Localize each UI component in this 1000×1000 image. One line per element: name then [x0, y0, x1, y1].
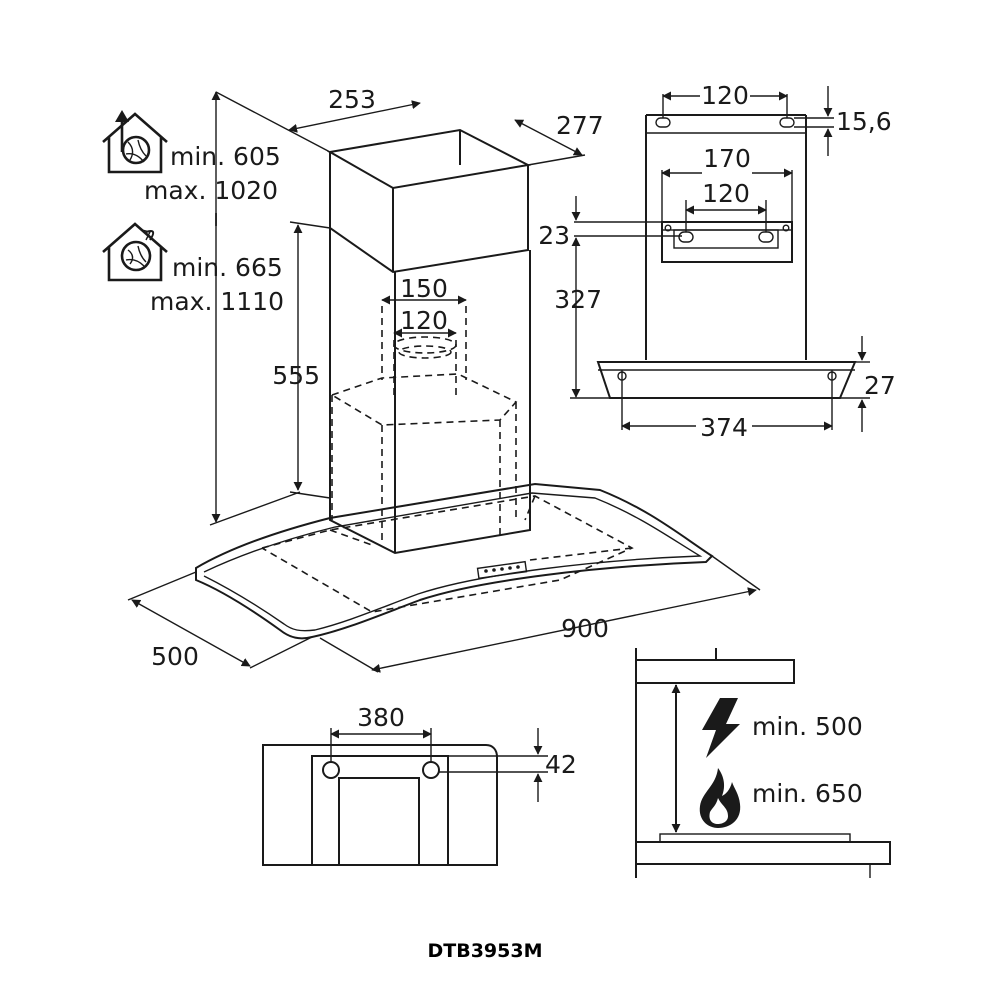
electric-clearance-label: min. 500: [752, 712, 863, 741]
house-with-exhaust-fan-icon: [102, 110, 168, 174]
dim-duct-width: 253: [328, 85, 376, 114]
recirculation-min-label: min. 665: [172, 253, 283, 282]
dim-canopy-width: 900: [561, 614, 609, 643]
chimney-lower: [329, 228, 531, 555]
house-with-recirculation-fan-icon: [102, 222, 168, 282]
clearance-view: min. 500 min. 650: [635, 648, 891, 878]
dim-duct-depth: 277: [556, 111, 604, 140]
canopy-glass-inner-edge: [203, 492, 703, 632]
extraction-min-label: min. 605: [170, 142, 281, 171]
gas-clearance-label: min. 650: [752, 779, 863, 808]
flame-icon: [699, 768, 741, 828]
dim-middle-bracket-outer: 170: [703, 144, 751, 173]
top-view-hole-left: [322, 761, 340, 779]
main-view-dimensions: 253 277 150 120 555 900 500: [127, 85, 761, 673]
top-view: [262, 744, 498, 866]
install-height-block: min. 605 max. 1020 I min. 665 max. 1110: [102, 110, 284, 316]
model-code: DTB3953M: [427, 940, 542, 962]
rear-canopy: [596, 361, 857, 399]
top-view-dimensions: 380 42: [330, 703, 577, 802]
dim-top-bracket-spacing: 120: [701, 81, 749, 110]
motor-housing-hidden: [331, 373, 518, 545]
top-bracket-slot-right: [779, 117, 795, 128]
lightning-bolt-icon: [702, 698, 740, 758]
dim-outlet-inner: 120: [400, 306, 448, 335]
chimney-upper: [327, 128, 532, 274]
dim-outlet-outer: 150: [400, 274, 448, 303]
dim-top-holes-spacing: 380: [357, 703, 405, 732]
dim-bracket-offset: 23: [538, 221, 570, 250]
extraction-max-label: max. 1020: [144, 176, 278, 205]
dim-chimney-height: 555: [272, 361, 320, 390]
control-panel: [476, 560, 528, 580]
dim-top-holes-offset: 42: [545, 750, 577, 779]
dim-canopy-depth: 500: [151, 642, 199, 671]
canopy-hidden-frame: [261, 495, 634, 613]
recirculation-max-label: max. 1110: [150, 287, 284, 316]
dim-bracket-to-canopy: 327: [554, 285, 602, 314]
top-bracket-slot-left: [655, 117, 671, 128]
dim-middle-bracket-inner: 120: [702, 179, 750, 208]
install-height-separator: I: [213, 210, 218, 231]
rear-view-dimensions: 120 15,6 170 120 23 327 27: [538, 80, 896, 442]
top-view-hole-right: [422, 761, 440, 779]
dim-canopy-thickness: 27: [864, 371, 896, 400]
dim-top-bracket-height: 15,6: [836, 107, 892, 136]
canopy-glass-outline: [195, 482, 714, 640]
dim-canopy-holes-spacing: 374: [700, 413, 748, 442]
